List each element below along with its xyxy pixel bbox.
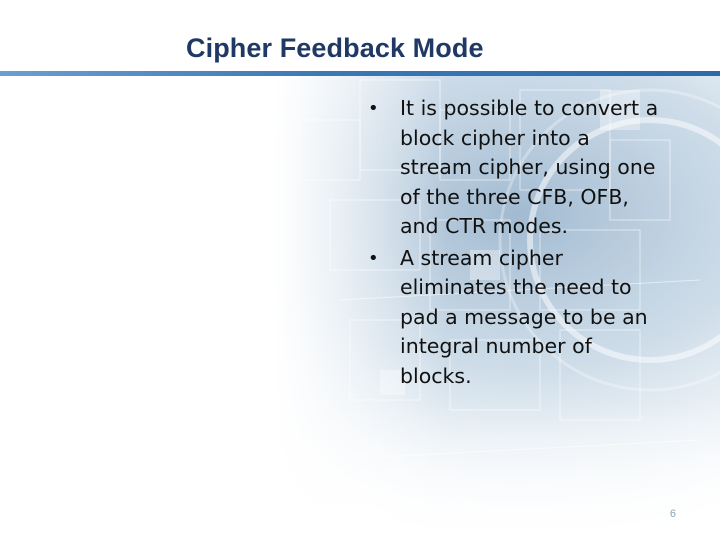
bullet-text: A stream cipher eliminates the need to p… [400, 245, 648, 388]
bullet-item: • It is possible to convert a block ciph… [368, 94, 668, 242]
slide-title: Cipher Feedback Mode [186, 33, 484, 63]
bullet-text: It is possible to convert a block cipher… [400, 96, 659, 238]
bullet-dot-icon: • [368, 247, 379, 269]
bullet-item: • A stream cipher eliminates the need to… [368, 244, 668, 392]
bullet-list: • It is possible to convert a block ciph… [368, 94, 668, 393]
title-underline [0, 71, 720, 76]
bullet-dot-icon: • [368, 98, 379, 119]
page-number: 6 [669, 508, 676, 520]
